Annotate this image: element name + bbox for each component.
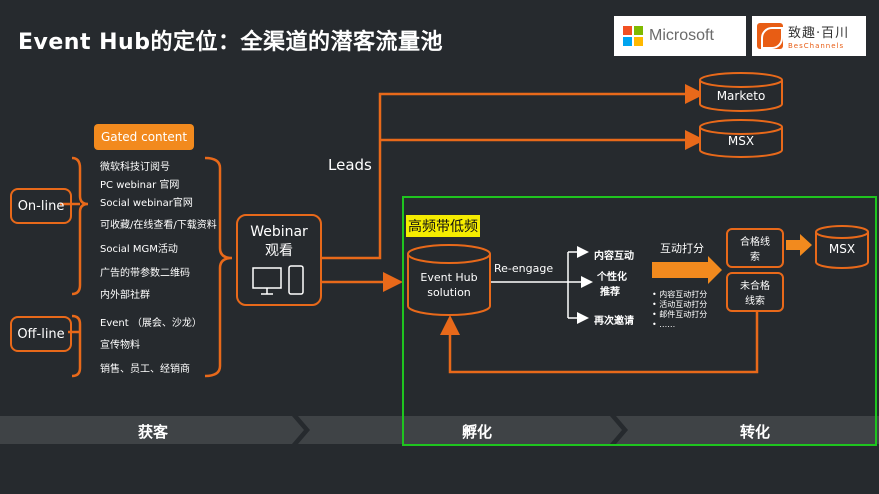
action-reinvite: 再次邀请 [594, 316, 634, 327]
scoring-item: • 邮件互动打分 [652, 310, 708, 319]
online-label: On-line [17, 198, 65, 214]
sources-brace-right [204, 156, 233, 378]
stage-band-convert [616, 416, 879, 444]
action-personalize: 个性化 [597, 272, 627, 283]
online-channel-box: On-line [10, 188, 72, 224]
marketo-label: Marketo [716, 89, 766, 103]
beschannels-mark-icon [757, 23, 783, 49]
microsoft-grid-icon [623, 26, 643, 46]
webinar-box: Webinar 观看 [236, 214, 322, 306]
online-brace-left [71, 156, 89, 296]
action-content: 内容互动 [594, 251, 634, 262]
to-msx-arrow-icon [786, 234, 812, 256]
offline-brace-left [71, 314, 82, 378]
unqualified-lead-box: 未合格 线索 [726, 272, 784, 312]
source-item: Event （展会、沙龙） [100, 318, 202, 329]
webinar-sublabel: 观看 [265, 243, 293, 259]
leads-label: Leads [328, 156, 372, 174]
msx-final-label: MSX [828, 242, 856, 256]
offline-channel-box: Off-line [10, 316, 72, 352]
qualified-line1: 合格线 [740, 237, 770, 248]
source-item: 微软科技订阅号 [100, 162, 170, 173]
beschannels-logo: 致趣·百川 BesChannels [752, 16, 866, 56]
nurture-title: 高频带低频 [406, 215, 480, 237]
stage-convert: 转化 [740, 423, 771, 441]
source-item: PC webinar 官网 [100, 180, 180, 191]
event-hub-line2: solution [427, 286, 471, 299]
reengage-label: Re-engage [494, 262, 554, 275]
source-item: 广告的带参数二维码 [100, 268, 190, 279]
msx-cylinder [699, 119, 783, 158]
stage-nurture: 孵化 [462, 423, 493, 441]
unqualified-line2: 线索 [745, 296, 765, 307]
source-item: 销售、员工、经销商 [100, 364, 190, 375]
source-item: Social MGM活动 [100, 244, 178, 255]
stage-band-nurture [298, 416, 622, 444]
nurture-frame [402, 196, 877, 446]
beschannels-cn: 致趣·百川 [788, 26, 850, 41]
scoring-item: • …… [652, 320, 676, 329]
source-item: 可收藏/在线查看/下载资料 [100, 220, 217, 231]
webinar-label: Webinar [250, 224, 308, 240]
microsoft-wordmark: Microsoft [649, 27, 714, 44]
event-hub-label: Event Hub solution [408, 270, 490, 300]
source-item: Social webinar官网 [100, 198, 193, 209]
source-item: 内外部社群 [100, 290, 150, 301]
gated-content-badge: Gated content [94, 124, 194, 150]
scoring-arrow-icon [652, 256, 722, 284]
offline-label: Off-line [17, 326, 65, 342]
qualified-line2: 索 [750, 252, 760, 263]
qualified-lead-box: 合格线 索 [726, 228, 784, 268]
microsoft-logo: Microsoft [614, 16, 746, 56]
devices-icon [252, 265, 304, 295]
msx-label: MSX [727, 134, 755, 148]
page-title: Event Hub的定位：全渠道的潜客流量池 [18, 30, 443, 55]
msx-final-cylinder [815, 225, 869, 269]
marketo-cylinder [699, 72, 783, 112]
scoring-list: • 内容互动打分 • 活动互动打分 • 邮件互动打分 • …… [652, 290, 707, 330]
beschannels-en: BesChannels [788, 42, 845, 50]
stage-acquire: 获客 [138, 423, 169, 441]
scoring-item: • 内容互动打分 [652, 290, 708, 299]
source-item: 宣传物料 [100, 340, 140, 351]
event-hub-cylinder [407, 244, 491, 316]
scoring-item: • 活动互动打分 [652, 300, 708, 309]
stage-band-acquire [0, 416, 304, 444]
scoring-label: 互动打分 [660, 242, 704, 255]
unqualified-line1: 未合格 [740, 281, 770, 292]
event-hub-line1: Event Hub [420, 271, 478, 284]
action-recommend: 推荐 [600, 287, 620, 298]
